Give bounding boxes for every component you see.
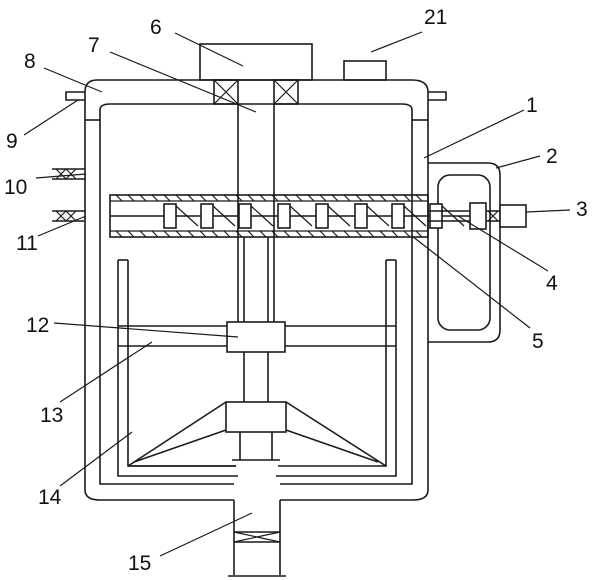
label-11: 11 (16, 232, 38, 255)
label-13: 13 (40, 404, 63, 427)
screw-flight-edge (366, 205, 390, 227)
screw-flight (315, 203, 329, 229)
screw-flight-edge (289, 205, 313, 227)
screw-flight (429, 203, 443, 229)
screw-conveyor (109, 194, 527, 238)
screw-flight (391, 203, 405, 229)
label-8: 8 (24, 50, 36, 73)
screw-flight (238, 203, 252, 229)
screw-flight-edge (441, 205, 465, 227)
side-loop-housing (428, 162, 501, 343)
label-10: 10 (4, 176, 27, 199)
scraper-frame (117, 259, 397, 477)
label-9: 9 (6, 130, 18, 153)
inlet-pipe-lower (52, 210, 85, 222)
label-2: 2 (546, 145, 558, 168)
leader-lines (23, 31, 571, 557)
upper-hub (118, 321, 396, 353)
screw-flight (354, 203, 368, 229)
label-12: 12 (26, 314, 49, 337)
label-21: 21 (424, 6, 447, 29)
vent-cap (343, 60, 387, 81)
label-6: 6 (150, 16, 162, 39)
screw-flight (200, 203, 214, 229)
label-15: 15 (128, 552, 151, 575)
screw-flight-edge (403, 205, 427, 227)
screw-flight (277, 203, 291, 229)
tank-body (84, 143, 429, 501)
agitator-shaft (232, 104, 280, 461)
lid-bearings (213, 79, 299, 105)
lower-hub (127, 401, 387, 467)
screw-flight-edge (212, 205, 236, 227)
part-labels: 6 7 8 9 21 1 2 3 4 5 10 11 12 13 14 15 (4, 6, 588, 575)
label-3: 3 (576, 198, 588, 221)
screw-flight (163, 203, 177, 229)
label-7: 7 (88, 34, 100, 57)
label-4: 4 (546, 272, 558, 295)
outlet-pipe (228, 500, 286, 577)
screw-flight-edge (175, 205, 199, 227)
screw-flight-edge (250, 205, 274, 227)
inlet-pipe-upper (52, 168, 85, 180)
label-5: 5 (532, 330, 544, 353)
screw-flight-edge (327, 205, 351, 227)
label-1: 1 (526, 94, 538, 117)
label-14: 14 (38, 486, 62, 509)
motor (199, 43, 313, 81)
